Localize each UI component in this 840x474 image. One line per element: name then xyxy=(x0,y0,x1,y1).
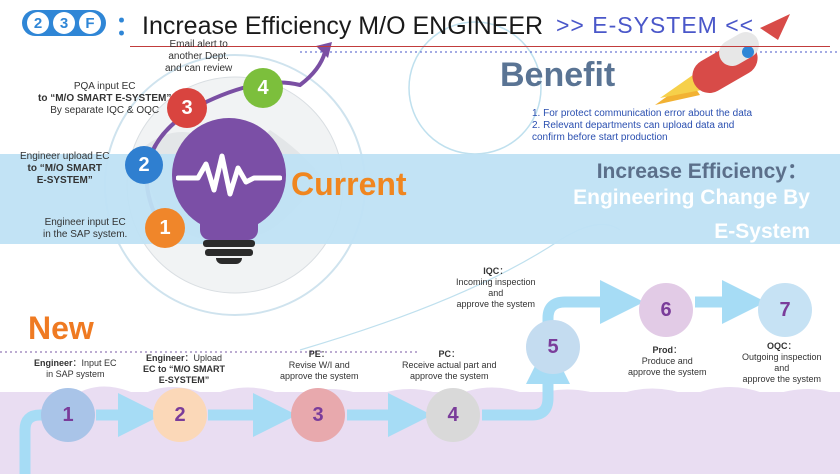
new-step-2-circle: 2 xyxy=(153,388,207,442)
role: PE xyxy=(308,349,321,359)
current-step-4-circle: 4 xyxy=(243,68,283,108)
text-line: Email alert to xyxy=(169,39,228,50)
benefit-item: confirm before start production xyxy=(532,132,668,143)
text-line: in SAP system xyxy=(46,369,105,379)
text-line: Receive actual part and xyxy=(402,360,497,370)
header-colon: ： xyxy=(115,11,142,41)
lightbulb-base xyxy=(205,249,253,256)
benefit-item: 2. Relevant departments can upload data … xyxy=(532,120,735,131)
role: IQC xyxy=(483,266,500,276)
text-line: another Dept. xyxy=(168,51,229,62)
text-line: Outgoing inspection xyxy=(742,352,822,362)
text-line: ： xyxy=(673,345,683,355)
rocket-icon xyxy=(655,14,790,105)
new-step-7-label: OQC： Outgoing inspection and approve the… xyxy=(742,341,822,385)
text-line: By separate IQC & OQC xyxy=(50,105,160,116)
section-badge: 2 3 F xyxy=(22,10,106,36)
text-line: Produce and xyxy=(641,356,693,366)
text-line: EC to “M/O SMART xyxy=(143,364,225,374)
new-step-3-circle: 3 xyxy=(291,388,345,442)
text-line: approve the system xyxy=(410,371,489,381)
current-step-3-circle: 3 xyxy=(167,88,207,128)
text-line: and xyxy=(774,363,790,373)
role: Engineer xyxy=(34,358,73,368)
new-step-1-circle: 1 xyxy=(41,388,95,442)
text-line: Engineer input EC xyxy=(44,217,126,228)
text-line: E-SYSTEM” xyxy=(36,175,93,186)
new-label: New xyxy=(28,310,94,346)
new-flow-arrows xyxy=(19,280,766,474)
benefit-list: 1. For protect communication error about… xyxy=(532,108,752,144)
role: PC xyxy=(438,349,452,359)
headline-line-1: Increase Efficiency： xyxy=(596,160,808,183)
current-step-2-text: Engineer upload EC to “M/O SMART E-SYSTE… xyxy=(20,151,110,187)
header-divider xyxy=(130,46,830,47)
text-line: approve the system xyxy=(280,371,359,381)
page-title: Increase Efficiency M/O ENGINEER xyxy=(142,12,544,40)
text-line: ： xyxy=(451,349,461,359)
text-line: PQA input EC xyxy=(73,81,136,92)
lightbulb-neck xyxy=(200,210,258,240)
text-line: E-SYSTEM” xyxy=(158,375,210,385)
text-line: Incoming inspection xyxy=(456,277,536,287)
text-line: ：Upload xyxy=(184,353,223,363)
text-line: approve the system xyxy=(742,374,822,384)
benefit-item: 1. For protect communication error about… xyxy=(532,108,753,119)
esystem-label: >> E-SYSTEM << xyxy=(556,12,755,38)
text-line: ： xyxy=(787,341,797,351)
text-line: Revise W/I and xyxy=(288,360,350,370)
text-line: approve the system xyxy=(456,299,536,309)
new-step-4-label: PC： Receive actual part and approve the … xyxy=(402,349,497,382)
current-step-4-text: Email alert to another Dept. and can rev… xyxy=(165,39,232,75)
text-line: and can review xyxy=(165,63,233,74)
role: OQC xyxy=(767,341,788,351)
new-step-5-circle: 5 xyxy=(526,320,580,374)
new-step-6-label: Prod： Produce and approve the system xyxy=(628,345,707,378)
text-line: approve the system xyxy=(628,367,707,377)
text-line: Engineer upload EC xyxy=(20,151,110,162)
new-step-3-label: PE： Revise W/I and approve the system xyxy=(280,349,359,382)
new-step-4-circle: 4 xyxy=(426,388,480,442)
lightbulb-base xyxy=(203,240,255,247)
headline-line-3: E-System xyxy=(714,220,810,243)
current-label: Current xyxy=(291,166,407,202)
current-step-1-circle: 1 xyxy=(145,208,185,248)
new-step-7-circle: 7 xyxy=(758,283,812,337)
text-line: to “M/O SMART xyxy=(27,163,102,174)
new-step-6-circle: 6 xyxy=(639,283,693,337)
badge-char: 3 xyxy=(53,12,75,34)
badge-char: F xyxy=(79,12,101,34)
benefit-title: Benefit xyxy=(500,56,616,94)
text-line: ： xyxy=(320,349,330,359)
current-step-2-circle: 2 xyxy=(125,146,163,184)
text-line: and xyxy=(488,288,504,298)
headline-line-2: Engineering Change By xyxy=(573,186,810,209)
new-step-5-label: IQC： Incoming inspection and approve the… xyxy=(456,266,536,310)
current-step-1-text: Engineer input EC in the SAP system. xyxy=(43,217,127,241)
text-line: in the SAP system. xyxy=(43,229,128,240)
new-step-2-label: Engineer：Upload EC to “M/O SMART E-SYSTE… xyxy=(143,353,225,386)
new-step-1-label: Engineer：Input EC in SAP system xyxy=(34,358,117,380)
current-step-3-text: PQA input EC to “M/O SMART E-SYSTEM” By … xyxy=(38,81,171,117)
role: Prod xyxy=(652,345,674,355)
heartbeat-icon xyxy=(176,153,282,197)
text-line: ：Input EC xyxy=(72,358,117,368)
text-line: to “M/O SMART E-SYSTEM” xyxy=(38,93,172,104)
lightbulb-base xyxy=(216,258,242,264)
badge-char: 2 xyxy=(27,12,49,34)
text-line: ： xyxy=(499,266,509,276)
role: Engineer xyxy=(145,353,185,363)
